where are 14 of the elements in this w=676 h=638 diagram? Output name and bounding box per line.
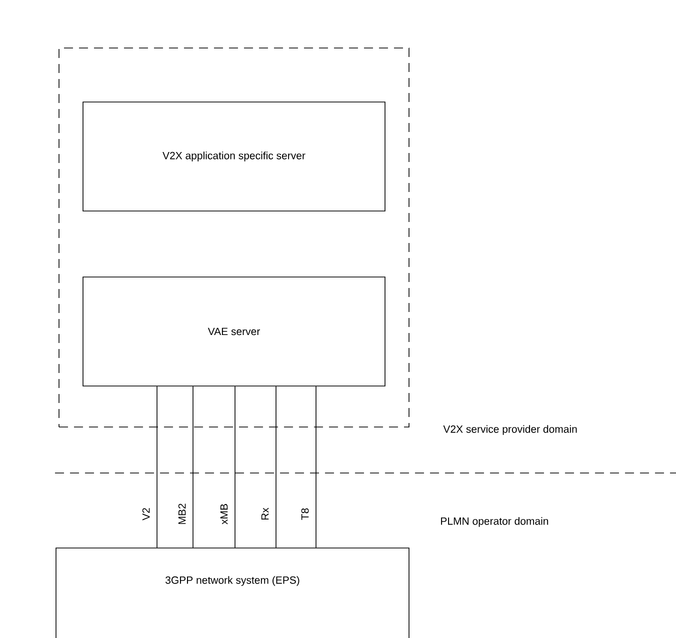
interface-line <box>234 386 236 548</box>
system-box: 3GPP network system (EPS) <box>56 548 410 638</box>
domain-boundary <box>58 48 410 428</box>
domain-label: PLMN operator domain <box>441 517 548 527</box>
interface-label: Rx <box>261 508 269 520</box>
interface-line <box>156 386 158 548</box>
interface-label: T8 <box>301 508 309 520</box>
domain-label: V2X service provider domain <box>443 425 577 435</box>
server-box: VAE server <box>82 276 386 386</box>
interface-line <box>192 386 194 548</box>
interface-label: V2 <box>142 508 150 520</box>
interface-label: xMB <box>220 504 228 524</box>
interface-label: MB2 <box>178 504 186 524</box>
server-box: V2X application specific server <box>82 102 386 212</box>
